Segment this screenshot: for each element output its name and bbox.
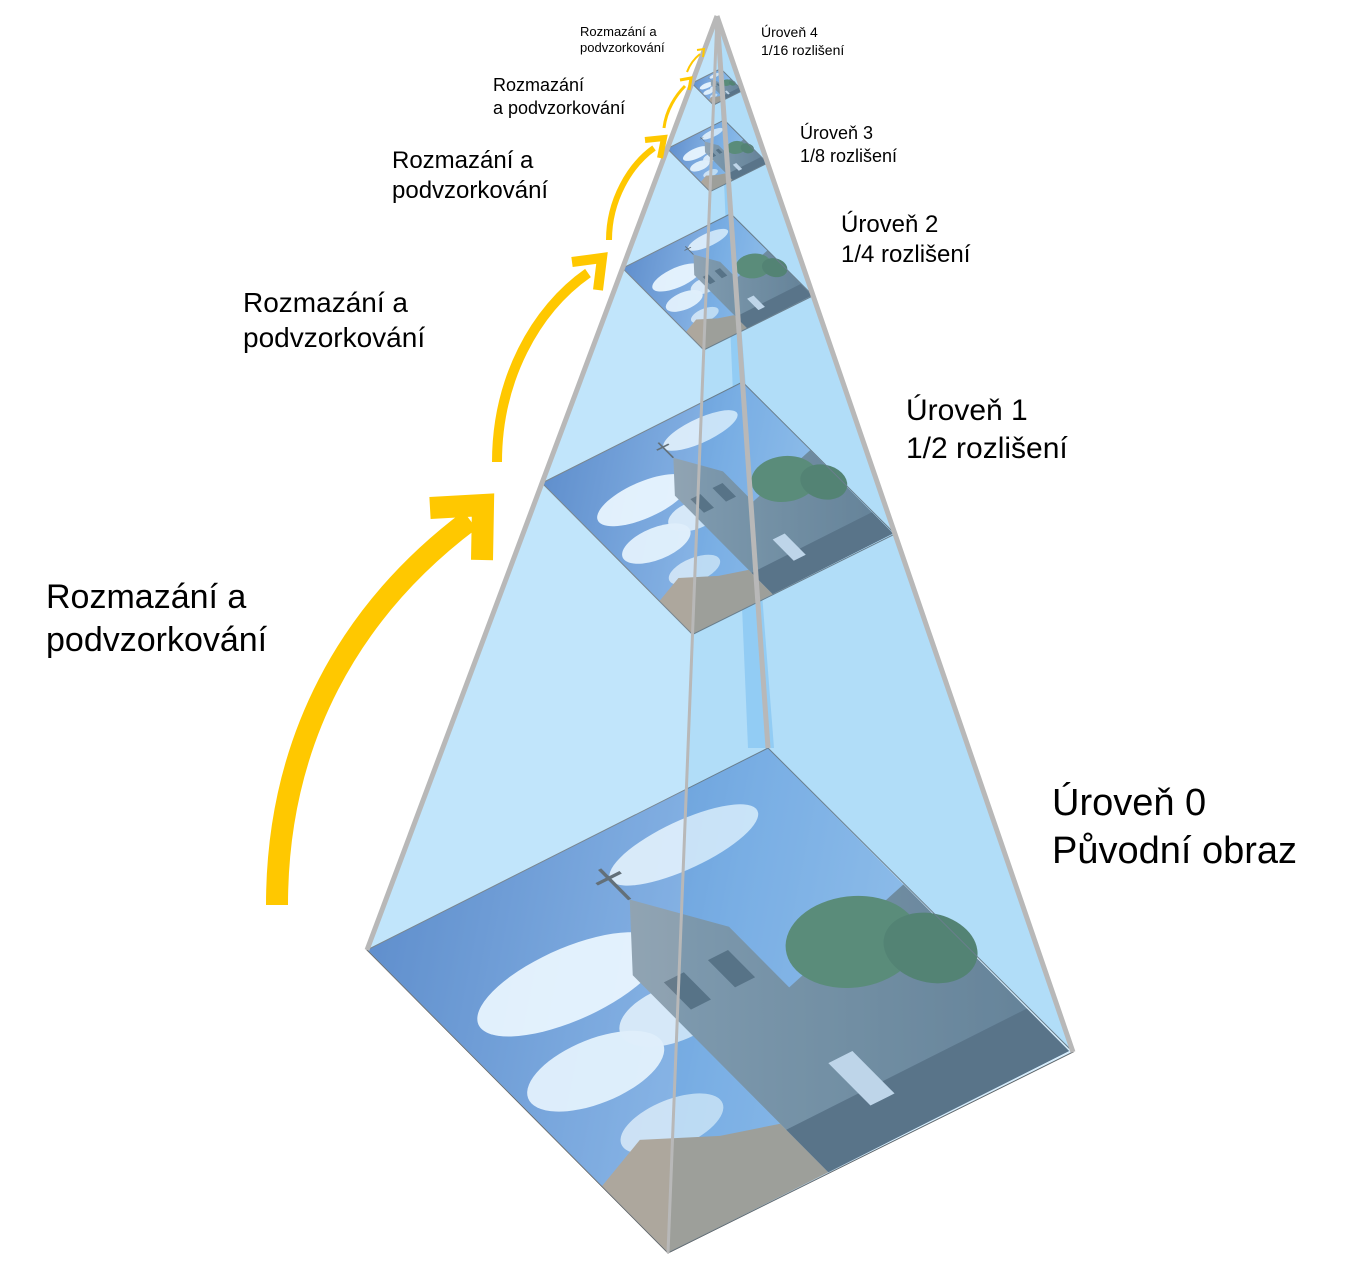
arrows bbox=[266, 47, 706, 906]
arrow-1-shaft bbox=[266, 511, 477, 906]
arrow-1-line1: Rozmazání a bbox=[46, 578, 247, 616]
pyramid-front-left-face bbox=[367, 16, 717, 1253]
level-3-desc: 1/8 rozlišení bbox=[800, 145, 898, 166]
arrow-2-head bbox=[571, 252, 608, 291]
arrow-5-shaft bbox=[686, 53, 701, 73]
pyramid-edge-1 bbox=[714, 15, 1076, 1053]
level-2-name: Úroveň 2 bbox=[841, 211, 939, 238]
pyramid-edge-3 bbox=[714, 15, 771, 749]
level-1-desc: 1/2 rozlišení bbox=[906, 431, 1068, 465]
arrow-5-label: Rozmazání a podvzorkování bbox=[580, 24, 665, 57]
arrow-2-line1: Rozmazání a bbox=[243, 287, 408, 318]
arrow-4-label: Rozmazání a podvzorkování bbox=[493, 74, 625, 119]
arrow-3-head bbox=[644, 134, 668, 159]
arrow-5-head bbox=[696, 47, 706, 58]
arrow-2-shaft bbox=[492, 268, 591, 463]
level-3-label: Úroveň 3 1/8 rozlišení bbox=[800, 122, 897, 167]
level-2-desc: 1/4 rozlišení bbox=[841, 241, 971, 268]
level-1-label: Úroveň 1 1/2 rozlišení bbox=[906, 392, 1068, 467]
pyramid bbox=[364, 15, 1081, 1254]
level-0-label: Úroveň 0 Původní obraz bbox=[1052, 780, 1297, 875]
arrow-4-line1: Rozmazání bbox=[493, 75, 585, 95]
arrow-4-shaft bbox=[662, 84, 687, 129]
arrow-4-line2: a podvzorkování bbox=[493, 97, 626, 118]
level-0-name: Úroveň 0 bbox=[1052, 782, 1207, 824]
pyramid-edge-0 bbox=[364, 15, 720, 951]
level-4-name: Úroveň 4 bbox=[761, 24, 818, 40]
level-0-desc: Původní obraz bbox=[1052, 829, 1298, 872]
level-4-label: Úroveň 4 1/16 rozlišení bbox=[761, 24, 844, 59]
arrow-3-shaft bbox=[606, 145, 656, 241]
arrow-2-line2: podvzorkování bbox=[243, 322, 426, 353]
arrow-2-label: Rozmazání a podvzorkování bbox=[243, 285, 425, 355]
arrow-4-head bbox=[679, 76, 693, 91]
level-3-name: Úroveň 3 bbox=[800, 123, 874, 143]
pyramid-front-right-face bbox=[668, 16, 1073, 1253]
level-1-name: Úroveň 1 bbox=[906, 394, 1028, 427]
pyramid-edge-2 bbox=[666, 15, 719, 1254]
arrow-3-line2: podvzorkování bbox=[392, 177, 549, 204]
arrow-5-line1: Rozmazání a bbox=[580, 24, 657, 39]
arrow-1-head bbox=[429, 493, 495, 561]
arrow-3-label: Rozmazání a podvzorkování bbox=[392, 146, 548, 206]
level-2-label: Úroveň 2 1/4 rozlišení bbox=[841, 210, 970, 270]
arrow-5-line2: podvzorkování bbox=[580, 40, 665, 56]
level-4-desc: 1/16 rozlišení bbox=[761, 41, 845, 58]
arrow-1-line2: podvzorkování bbox=[46, 620, 268, 659]
arrow-1-label: Rozmazání a podvzorkování bbox=[46, 576, 267, 661]
arrow-3-line1: Rozmazání a bbox=[392, 147, 534, 174]
